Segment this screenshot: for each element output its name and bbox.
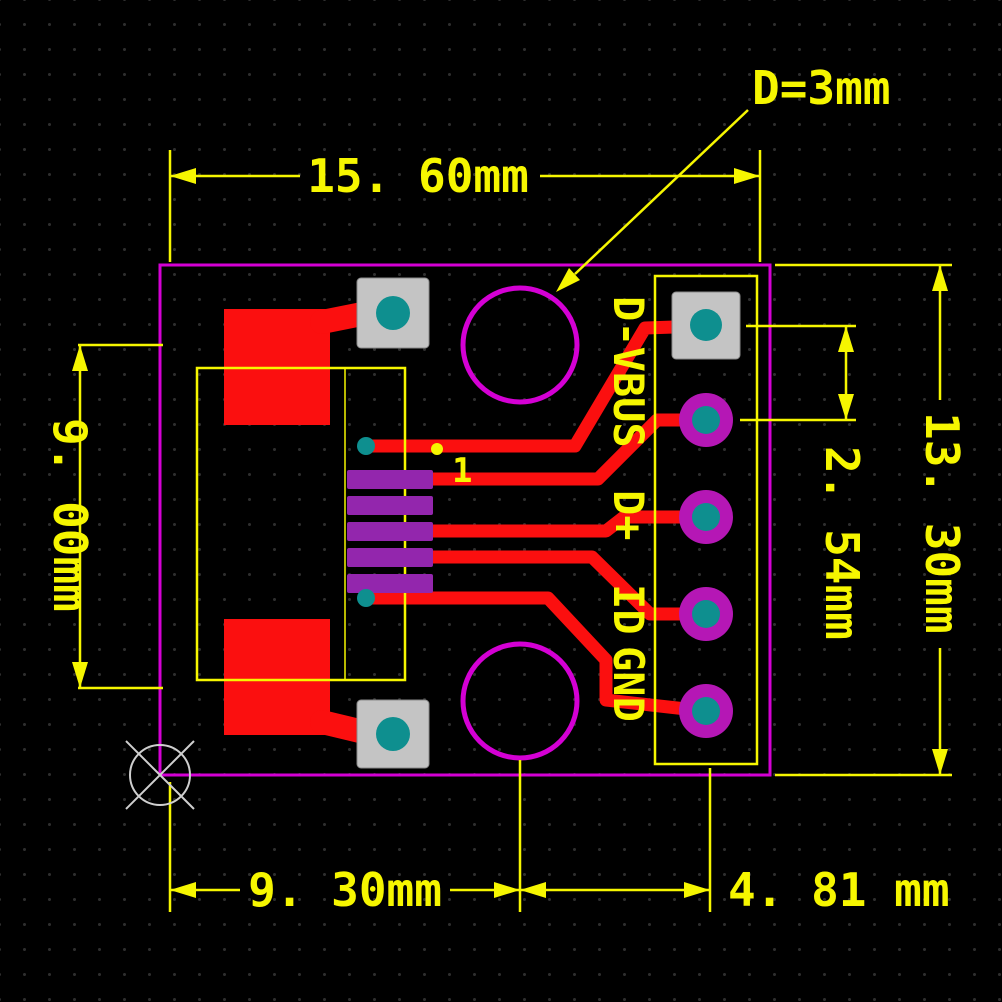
drill-hole-top — [460, 285, 580, 405]
origin-marker — [125, 740, 195, 810]
dim-right: 13. 30mm — [775, 263, 969, 777]
pin-bar-5 — [347, 574, 433, 593]
pin-bar-1 — [347, 470, 433, 489]
pin1-dot — [431, 443, 443, 455]
pin-bar-3 — [347, 522, 433, 541]
dim-bl-arrow-left — [170, 882, 196, 898]
via-top — [357, 437, 375, 455]
dim-pitch-label: 2. 54mm — [815, 446, 869, 640]
pin-bar-2 — [347, 496, 433, 515]
trace-dplus — [426, 510, 711, 538]
dim-top-arrow-left — [170, 168, 196, 184]
mount-hole-top — [376, 296, 410, 330]
drill-leader-line — [574, 109, 749, 275]
trace-id — [426, 550, 711, 621]
dim-right-arrow-bottom — [932, 749, 948, 775]
dim-left-label: 9. 00mm — [43, 418, 97, 612]
dim-top: 15. 60mm — [168, 149, 762, 262]
dim-bottom-left: 9. 30mm — [168, 760, 522, 917]
header-pads — [653, 274, 759, 766]
origin-circle — [129, 744, 191, 806]
dim-pitch-arrow-top — [838, 326, 854, 352]
dim-left: 9. 00mm — [43, 343, 163, 690]
dim-pitch-arrow-bottom — [838, 394, 854, 420]
dim-top-label: 15. 60mm — [307, 149, 529, 203]
header-outline — [653, 274, 759, 766]
pin1-marker-label: 1 — [452, 451, 472, 491]
drill-leader-arrow — [556, 268, 580, 292]
board-outline — [158, 263, 772, 777]
connector-pins — [347, 470, 433, 593]
header-hole-4 — [692, 600, 720, 628]
via-bottom — [357, 589, 375, 607]
dim-pitch: 2. 54mm — [740, 324, 869, 640]
dim-bl-label: 9. 30mm — [248, 863, 442, 917]
dim-top-arrow-right — [734, 168, 760, 184]
dim-left-arrow-top — [72, 345, 88, 371]
net-label-id: ID — [604, 584, 653, 635]
net-label-dplus: D+ — [604, 490, 653, 541]
trace-gnd — [359, 591, 711, 718]
dim-right-label: 13. 30mm — [915, 412, 969, 634]
header-hole-5 — [692, 697, 720, 725]
header-hole-3 — [692, 503, 720, 531]
dim-br-arrow-left — [520, 882, 546, 898]
mount-hole-bottom — [376, 717, 410, 751]
dim-br-arrow-right — [684, 882, 710, 898]
pin-bar-4 — [347, 548, 433, 567]
drill-hole-bottom — [460, 641, 580, 761]
dim-bottom-right: 4. 81 mm — [520, 768, 950, 917]
net-label-vbus: D-VBUS — [604, 296, 653, 448]
net-label-gnd: GND — [604, 646, 653, 722]
net-labels: D-VBUS D+ ID GND — [604, 296, 653, 722]
dim-br-label: 4. 81 mm — [728, 863, 950, 917]
header-hole-1 — [690, 309, 722, 341]
dim-left-arrow-bottom — [72, 662, 88, 688]
origin-cross-2 — [125, 740, 195, 810]
dim-bl-arrow-right — [494, 882, 520, 898]
drill-note-label: D=3mm — [752, 61, 890, 115]
mounting-pads — [356, 277, 430, 769]
drill-callout: D=3mm — [556, 61, 890, 292]
dim-right-arrow-top — [932, 265, 948, 291]
header-hole-2 — [692, 406, 720, 434]
